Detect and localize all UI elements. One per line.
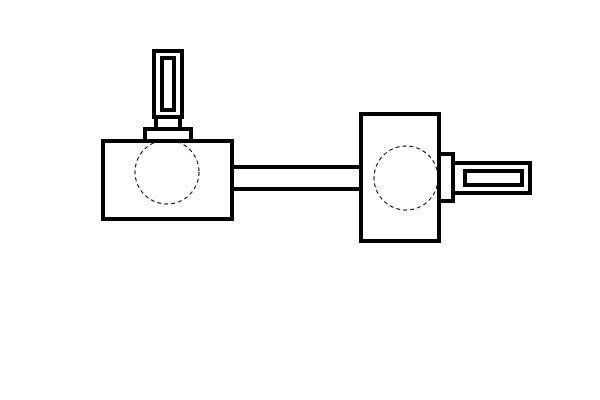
left-vertical-shaft-core: [160, 56, 176, 112]
left-gearbox-housing: [101, 139, 234, 221]
right-horizontal-shaft-core: [463, 169, 524, 187]
left-gearbox: [101, 49, 234, 221]
right-gearbox-housing: [359, 112, 441, 243]
connecting-shaft: [230, 165, 364, 191]
left-shaft-neck: [154, 115, 182, 131]
right-gearbox: [359, 112, 532, 243]
right-shaft-collar: [437, 152, 455, 203]
left-hidden-gear: [134, 139, 200, 205]
